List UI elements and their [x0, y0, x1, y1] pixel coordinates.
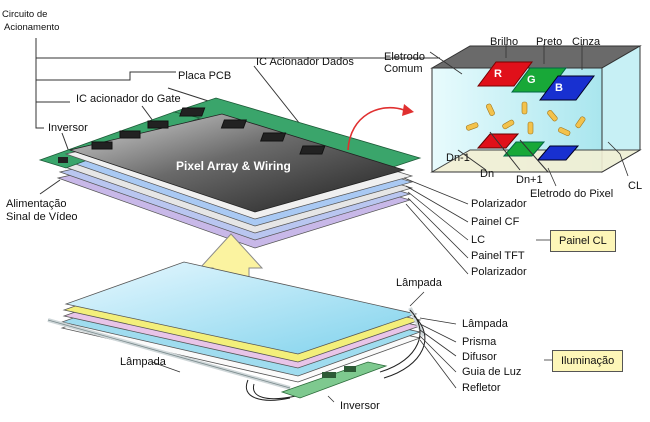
- label-eletrodo-comum-2: Comum: [384, 63, 423, 75]
- data-driver-ics: [179, 107, 326, 155]
- label-painel-cf: Painel CF: [471, 216, 520, 228]
- painel-cl-box: Painel CL: [550, 230, 616, 252]
- drive-circuit-leader-lines: [35, 38, 440, 195]
- label-sinal-video: Sinal de Vídeo: [6, 211, 78, 223]
- label-dn-plus: Dn+1: [516, 174, 543, 186]
- label-polarizador-1: Polarizador: [471, 198, 527, 210]
- label-dn: Dn: [480, 168, 495, 180]
- label-ic-gate: IC acionador do Gate: [76, 93, 181, 105]
- label-acionamento: Acionamento: [4, 22, 60, 33]
- pixel-cell-leaders: [429, 44, 629, 187]
- lamp-wires: [245, 309, 426, 401]
- label-pixel-array: Pixel Array & Wiring: [176, 159, 291, 173]
- label-guia-luz: Guia de Luz: [462, 366, 522, 378]
- label-brilho: Brilho: [490, 36, 519, 48]
- label-b: B: [555, 82, 563, 94]
- label-painel-tft: Painel TFT: [471, 250, 525, 262]
- label-lc: LC: [471, 234, 486, 246]
- gate-driver-ics: [91, 120, 169, 150]
- label-preto: Preto: [536, 36, 563, 48]
- label-lampada-left: Lâmpada: [120, 356, 166, 368]
- label-polarizador-2: Polarizador: [471, 266, 527, 278]
- layer-leader-lines: [403, 177, 550, 275]
- filter-blue: [539, 75, 595, 101]
- label-circuito: Circuito de: [2, 9, 48, 20]
- label-r: R: [494, 68, 502, 80]
- pixel-array-panel: [68, 113, 406, 213]
- label-lampada-right: Lâmpada: [462, 318, 508, 330]
- zoom-curve-arrow: [347, 104, 414, 151]
- label-refletor: Refletor: [462, 382, 501, 394]
- inverter-chip-top: [58, 157, 68, 163]
- label-inversor-bottom: Inversor: [340, 400, 380, 412]
- backlight-leader-lines: [151, 291, 552, 403]
- label-eletrodo-pixel: Eletrodo do Pixel: [530, 188, 614, 200]
- label-g: G: [527, 74, 536, 86]
- label-dn-minus: Dn-1: [446, 152, 470, 164]
- pixel-electrode-green: [502, 141, 546, 157]
- label-ic-dados: IC Acionador Dados: [256, 56, 354, 68]
- inverter-board: [280, 361, 388, 399]
- backlight-unit: [47, 261, 426, 401]
- pixel-electrode-blue: [536, 145, 580, 161]
- pixel-cell-box: [430, 45, 642, 173]
- lcd-panel-stack: [38, 97, 422, 249]
- filter-red: [477, 61, 533, 87]
- label-lampada-top: Lâmpada: [396, 277, 442, 289]
- pixel-electrode-red: [476, 133, 520, 149]
- label-eletrodo-comum-1: Eletrodo: [384, 51, 425, 63]
- data-lines: [457, 131, 549, 173]
- label-alimentacao: Alimentação: [6, 198, 67, 210]
- iluminacao-box: Iluminação: [552, 350, 624, 372]
- top-guide-sheet: [64, 261, 418, 355]
- label-prisma: Prisma: [462, 336, 497, 348]
- label-cinza: Cinza: [572, 36, 601, 48]
- label-cl: CL: [628, 180, 643, 192]
- label-difusor: Difusor: [462, 351, 497, 363]
- lc-molecules: [465, 101, 586, 136]
- label-placa-pcb: Placa PCB: [178, 70, 232, 82]
- label-inversor-top: Inversor: [48, 122, 88, 134]
